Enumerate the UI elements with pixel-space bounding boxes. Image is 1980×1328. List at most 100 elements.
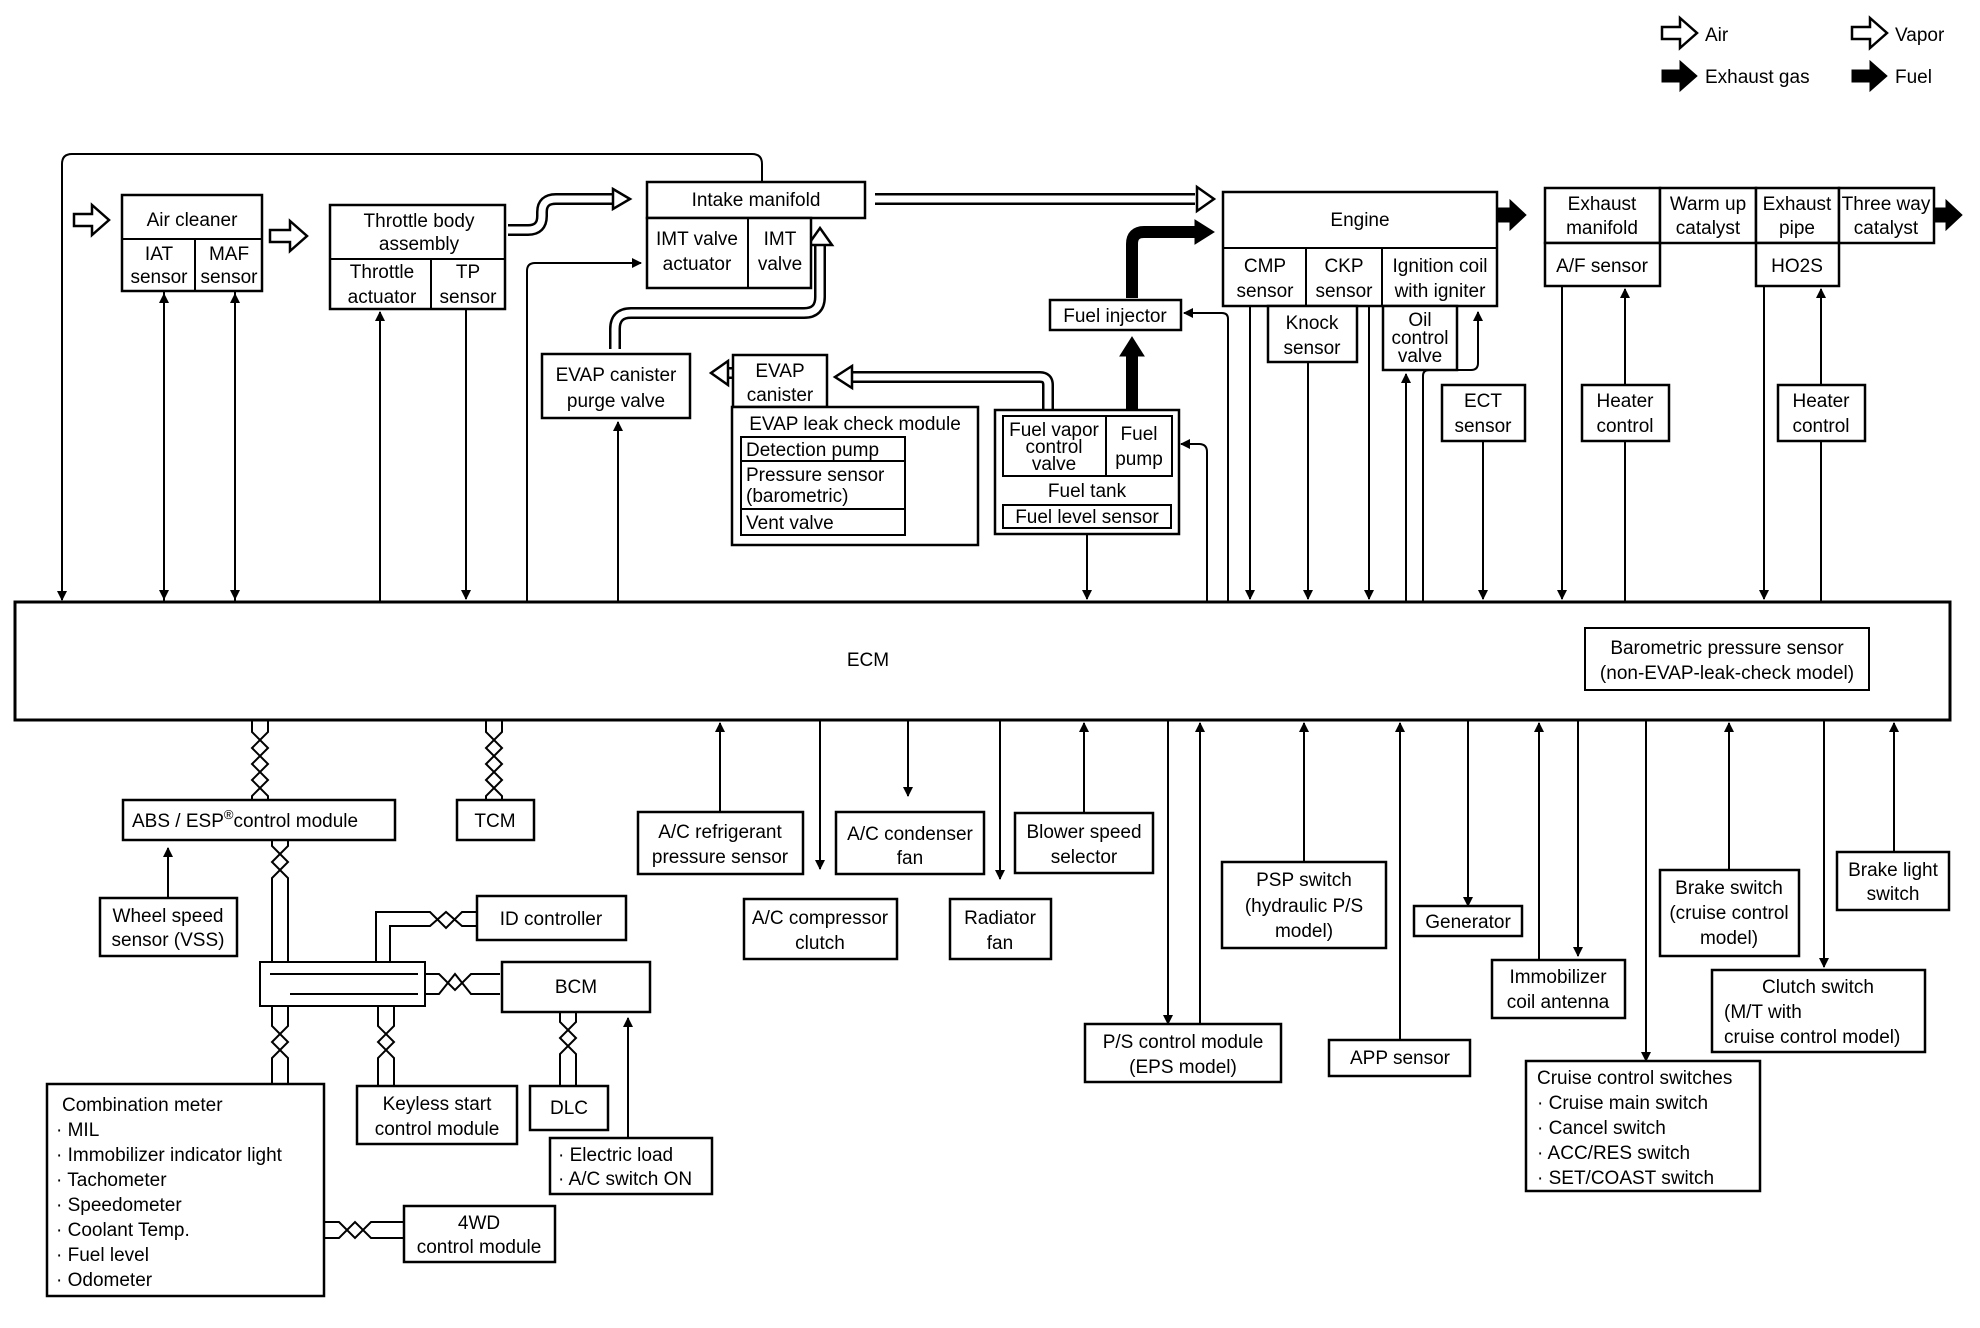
- wheel-speed-line1: Wheel speed: [113, 906, 224, 927]
- fuel-injector-label: Fuel injector: [1063, 306, 1167, 327]
- ho2s-label: HO2S: [1771, 256, 1823, 277]
- top-connections: [57, 153, 1826, 602]
- fuel-tank-label: Fuel tank: [1048, 481, 1127, 502]
- clutch-switch-line3: cruise control model): [1724, 1027, 1900, 1048]
- heater-control-2-line1: Heater: [1792, 391, 1850, 412]
- barometric-sensor-line1: Barometric pressure sensor: [1610, 638, 1844, 659]
- combination-meter-item-7: · Odometer: [56, 1270, 153, 1291]
- wheel-speed-line2: sensor (VSS): [112, 930, 225, 951]
- brake-switch-line3: model): [1700, 928, 1758, 949]
- brake-light-line1: Brake light: [1848, 860, 1938, 881]
- imt-valve-line2: valve: [758, 254, 802, 275]
- generator-label: Generator: [1425, 912, 1511, 933]
- fuel-arrow-icon: [1851, 59, 1888, 93]
- barometric-sensor-line2: (non-EVAP-leak-check model): [1600, 663, 1854, 684]
- cmp-sensor-line2: sensor: [1236, 281, 1294, 302]
- intake-manifold-label: Intake manifold: [692, 190, 821, 211]
- evap-leak-check-module: EVAP leak check module Detection pump Pr…: [730, 405, 980, 547]
- legend-exhaust-gas: Exhaust gas: [1705, 67, 1810, 88]
- exhaust-manifold-line2: manifold: [1566, 218, 1638, 239]
- brake-light-switch: Brake light switch: [1835, 850, 1951, 912]
- clutch-switch-line2: (M/T with: [1724, 1002, 1802, 1023]
- maf-sensor-line2: sensor: [200, 267, 258, 288]
- throttle-body-line1: Throttle body: [364, 211, 475, 232]
- electric-load: · Electric load · A/C switch ON: [548, 1136, 714, 1196]
- heater-control-2: Heater control: [1776, 383, 1867, 443]
- three-way-catalyst-line1: Three way: [1842, 194, 1931, 215]
- throttle-body-line2: assembly: [379, 234, 460, 255]
- intake-manifold: Intake manifold IMT valve actuator IMT v…: [645, 180, 867, 290]
- ac-refrigerant-line1: A/C refrigerant: [658, 822, 782, 843]
- evap-purge-line2: purge valve: [567, 391, 665, 412]
- fuel-pump-line1: Fuel: [1121, 424, 1158, 445]
- brake-switch-line2: (cruise control: [1669, 903, 1788, 924]
- blower-speed-selector: Blower speed selector: [1013, 811, 1155, 875]
- ckp-sensor-line1: CKP: [1324, 256, 1363, 277]
- cruise-control-item-2: · Cancel switch: [1537, 1118, 1666, 1139]
- ignition-coil-line2: with igniter: [1394, 281, 1486, 302]
- combination-meter-item-2: · Immobilizer indicator light: [56, 1145, 283, 1166]
- warm-up-catalyst-line1: Warm up: [1670, 194, 1746, 215]
- ac-compressor-line1: A/C compressor: [752, 908, 889, 929]
- dlc-label: DLC: [550, 1098, 588, 1119]
- engine: Engine CMP sensor CKP sensor Ignition co…: [1221, 190, 1499, 308]
- oil-control-line3: valve: [1398, 346, 1442, 367]
- exhaust-system: Exhaust manifold A/F sensor Warm up cata…: [1543, 186, 1936, 288]
- imt-valve-actuator-line2: actuator: [663, 254, 732, 275]
- throttle-actuator-line2: actuator: [348, 287, 417, 308]
- ac-compressor-line2: clutch: [795, 933, 845, 954]
- immobilizer-line1: Immobilizer: [1509, 967, 1607, 988]
- ac-condenser-line2: fan: [897, 848, 923, 869]
- brake-switch: Brake switch (cruise control model): [1658, 868, 1801, 958]
- blower-speed-line1: Blower speed: [1026, 822, 1141, 843]
- app-sensor-label: APP sensor: [1350, 1048, 1451, 1069]
- fuel-pump-line2: pump: [1115, 449, 1163, 470]
- app-sensor: APP sensor: [1327, 1038, 1472, 1078]
- iat-sensor-line2: sensor: [130, 267, 188, 288]
- exhaust-arrow-icon: [1661, 59, 1698, 93]
- exhaust-pipe-line1: Exhaust: [1763, 194, 1832, 215]
- oil-control-line2: control: [1391, 328, 1448, 349]
- combination-meter-item-5: · Coolant Temp.: [56, 1220, 190, 1241]
- ignition-coil-line1: Ignition coil: [1392, 256, 1487, 277]
- abs-esp-module: ABS / ESP®control module: [121, 798, 397, 842]
- evap-canister-purge-valve: EVAP canister purge valve: [540, 352, 692, 420]
- ecm: ECM Barometric pressure sensor (non-EVAP…: [13, 600, 1952, 722]
- evap-canister-line2: canister: [747, 385, 814, 406]
- ect-sensor-line1: ECT: [1464, 391, 1502, 412]
- ac-condenser-line1: A/C condenser: [847, 824, 973, 845]
- generator: Generator: [1412, 904, 1524, 938]
- exhaust-pipe-line2: pipe: [1779, 218, 1815, 239]
- pressure-sensor-line1: Pressure sensor: [746, 465, 885, 486]
- vapor-arrow-icon: [1850, 15, 1889, 51]
- combination-meter-item-1: · MIL: [56, 1120, 99, 1141]
- air-cleaner-label: Air cleaner: [147, 210, 238, 231]
- tp-sensor-line2: sensor: [439, 287, 497, 308]
- legend-vapor: Vapor: [1895, 25, 1945, 46]
- cruise-control-item-1: · Cruise main switch: [1537, 1093, 1708, 1114]
- cmp-sensor-line1: CMP: [1244, 256, 1286, 277]
- af-sensor-label: A/F sensor: [1556, 256, 1649, 277]
- ps-control-module: P/S control module (EPS model): [1083, 1022, 1283, 1084]
- legend-air: Air: [1705, 25, 1729, 46]
- clutch-switch: Clutch switch (M/T with cruise control m…: [1710, 968, 1927, 1054]
- ect-sensor-line2: sensor: [1454, 416, 1512, 437]
- ps-control-line2: (EPS model): [1129, 1057, 1237, 1078]
- throttle-body-assembly: Throttle body assembly Throttle actuator…: [328, 203, 507, 311]
- heater-control-2-line2: control: [1792, 416, 1849, 437]
- clutch-switch-line1: Clutch switch: [1762, 977, 1874, 998]
- exhaust-manifold-line1: Exhaust: [1568, 194, 1637, 215]
- combination-meter-item-6: · Fuel level: [56, 1245, 149, 1266]
- tcm: TCM: [455, 798, 536, 842]
- ect-sensor: ECT sensor: [1440, 383, 1527, 443]
- cruise-control-switches: Cruise control switches · Cruise main sw…: [1524, 1059, 1762, 1193]
- combination-meter-item-3: · Tachometer: [56, 1170, 167, 1191]
- fuel-vapor-line2: control: [1025, 437, 1082, 458]
- can-bus-connections: [163, 720, 633, 1240]
- imt-valve-line1: IMT: [764, 229, 797, 250]
- detection-pump-label: Detection pump: [746, 440, 879, 461]
- iat-sensor-line1: IAT: [145, 244, 174, 265]
- bcm: BCM: [500, 960, 652, 1014]
